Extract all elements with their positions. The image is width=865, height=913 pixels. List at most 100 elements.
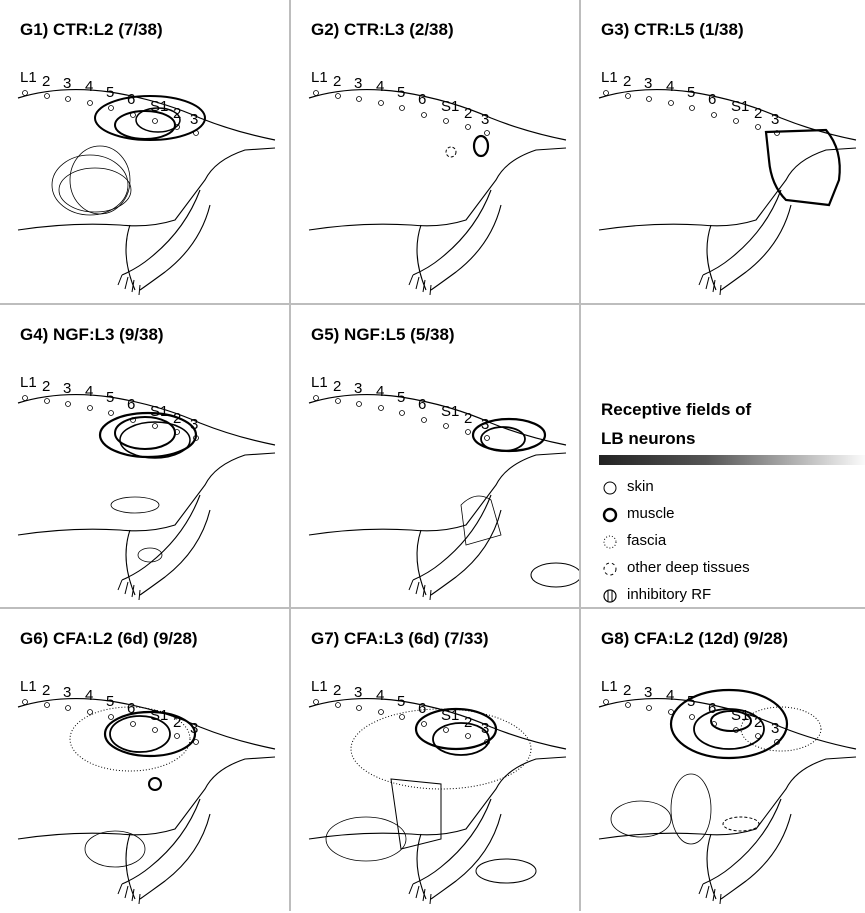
hatched-circle-icon — [601, 587, 619, 605]
vertebra-dot — [669, 101, 674, 106]
vertebra-dot — [88, 406, 93, 411]
panel-g7: L123456S123 G7) CFA:L3 (6d) (7/33) — [291, 609, 579, 913]
vertebra-label: 3 — [644, 684, 652, 701]
vertebra-label: 4 — [666, 78, 674, 95]
vertebra-label: 4 — [85, 687, 93, 704]
vertebra-dot — [88, 101, 93, 106]
vertebra-label: 5 — [687, 84, 695, 101]
vertebra-dot — [357, 706, 362, 711]
vertebra-label: L1 — [311, 678, 328, 695]
vertebra-dot — [314, 700, 319, 705]
vertebra-dot — [153, 424, 158, 429]
vertebra-label: 2 — [42, 73, 50, 90]
body-outline — [599, 148, 856, 230]
vertebra-label: 6 — [708, 91, 716, 108]
vertebra-dot — [712, 113, 717, 118]
back-outline — [18, 699, 275, 749]
vertebra-label: S1 — [441, 98, 459, 115]
vertebra-dot — [604, 700, 609, 705]
vertebra-label: S1 — [731, 98, 749, 115]
rat-outline: L123456S123 — [291, 0, 579, 304]
vertebra-label: 4 — [376, 383, 384, 400]
vertebra-dot — [422, 722, 427, 727]
vertebra-label: 2 — [42, 378, 50, 395]
vertebra-label: 4 — [376, 78, 384, 95]
back-outline — [18, 395, 275, 445]
vertebra-label: 6 — [127, 396, 135, 413]
vertebra-label: 3 — [63, 684, 71, 701]
vertebra-dot — [314, 91, 319, 96]
receptive-field — [611, 801, 671, 837]
rat-outline: L123456S123 — [291, 609, 579, 913]
vertebra-dot — [109, 106, 114, 111]
receptive-field — [59, 168, 131, 212]
vertebra-label: 3 — [190, 111, 198, 128]
vertebra-label: 4 — [376, 687, 384, 704]
leg-outline — [140, 510, 210, 595]
receptive-field — [138, 548, 162, 562]
vertebra-dot — [336, 399, 341, 404]
panel-title: G1) CTR:L2 (7/38) — [20, 20, 163, 40]
vertebra-dot — [379, 406, 384, 411]
vertebra-dot — [23, 700, 28, 705]
legend-label: muscle — [627, 505, 675, 522]
receptive-field — [433, 723, 489, 755]
body-outline — [599, 757, 856, 839]
receptive-field — [52, 155, 128, 215]
vertebra-dot — [690, 106, 695, 111]
vertebra-dot — [45, 399, 50, 404]
vertebra-dot — [23, 396, 28, 401]
panel-title: G2) CTR:L3 (2/38) — [311, 20, 454, 40]
vertebra-dot — [422, 418, 427, 423]
vertebra-dot — [400, 411, 405, 416]
vertebra-label: 3 — [771, 111, 779, 128]
dotted-circle-icon — [601, 533, 619, 551]
vertebra-dot — [314, 396, 319, 401]
vertebra-dot — [153, 728, 158, 733]
vertebra-dot — [45, 94, 50, 99]
vertebra-dot — [690, 715, 695, 720]
paw-outline — [409, 275, 431, 295]
receptive-field — [115, 417, 175, 449]
dashed-circle-icon — [601, 560, 619, 578]
vertebra-dot — [45, 703, 50, 708]
receptive-field — [476, 859, 536, 883]
receptive-field — [391, 779, 441, 849]
panel-g4: L123456S123 G4) NGF:L3 (9/38) — [0, 305, 288, 609]
leg-outline — [721, 205, 791, 290]
vertebra-label: 2 — [464, 410, 472, 427]
receptive-field — [446, 147, 456, 157]
vertebra-label: 2 — [333, 682, 341, 699]
vertebra-dot — [485, 131, 490, 136]
vertebra-label: 3 — [354, 75, 362, 92]
vertebra-label: 4 — [85, 383, 93, 400]
vertebra-label: 6 — [418, 700, 426, 717]
vertebra-label: 2 — [464, 105, 472, 122]
legend-gradient-bar — [599, 455, 865, 465]
rat-outline: L123456S123 — [581, 609, 865, 913]
paw-outline — [409, 884, 431, 904]
vertebra-dot — [626, 703, 631, 708]
panel-g8: L123456S123 G8) CFA:L2 (12d) (9/28) — [581, 609, 865, 913]
vertebra-label: 5 — [106, 693, 114, 710]
vertebra-dot — [626, 94, 631, 99]
body-outline — [309, 148, 566, 230]
vertebra-label: 5 — [106, 84, 114, 101]
panel-g3: L123456S123 G3) CTR:L5 (1/38) — [581, 0, 865, 304]
vertebra-label: L1 — [20, 374, 37, 391]
panel-title: G3) CTR:L5 (1/38) — [601, 20, 744, 40]
vertebra-label: L1 — [20, 678, 37, 695]
vertebra-label: 5 — [687, 693, 695, 710]
receptive-field — [111, 497, 159, 513]
vertebra-label: 5 — [397, 84, 405, 101]
leg-outline — [721, 814, 791, 899]
paw-outline — [118, 275, 140, 295]
receptive-field — [149, 778, 161, 790]
legend-label: skin — [627, 478, 654, 495]
leg-outline — [140, 814, 210, 899]
receptive-field — [766, 130, 840, 205]
